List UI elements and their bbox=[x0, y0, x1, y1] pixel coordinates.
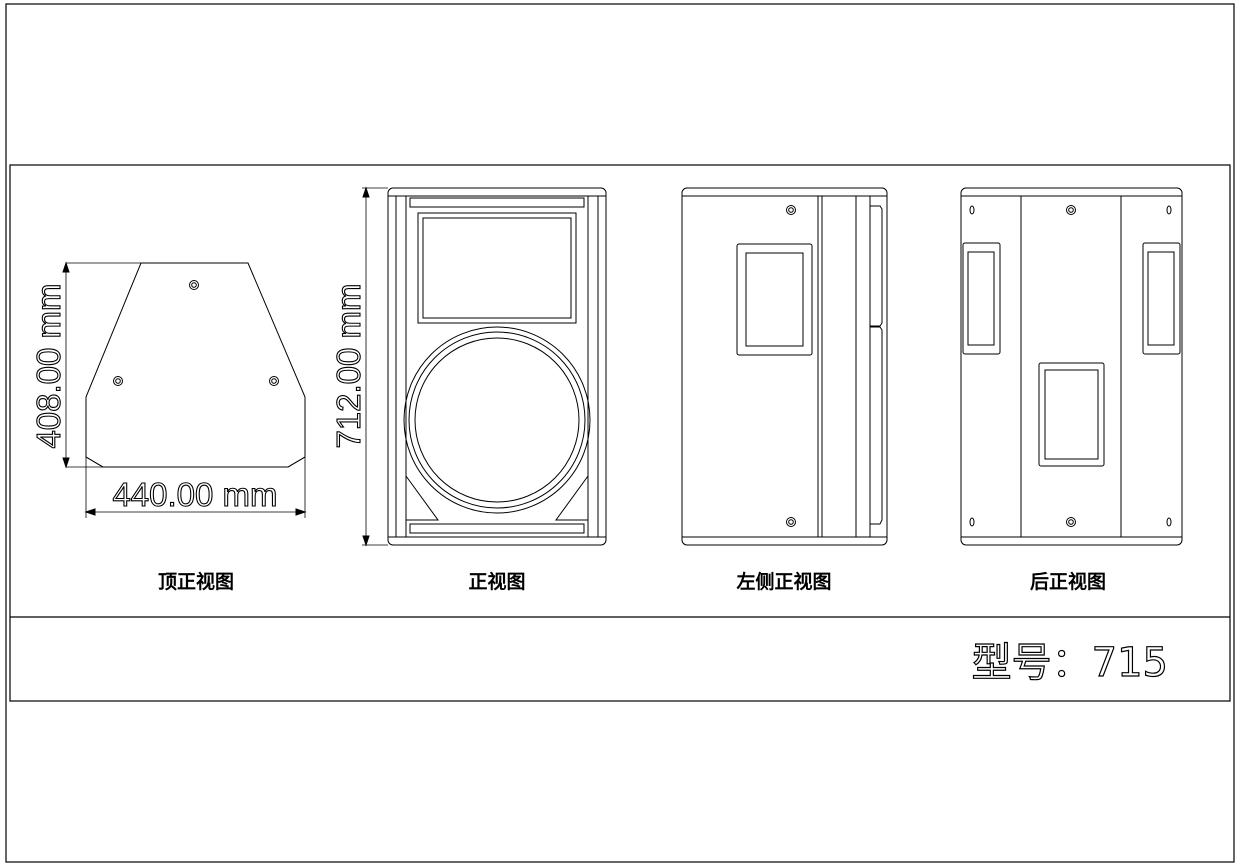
front-view bbox=[362, 186, 607, 547]
front-view-caption: 正视图 bbox=[468, 570, 525, 593]
sheet-frame bbox=[5, 3, 1235, 863]
top-view bbox=[62, 261, 307, 518]
model-number: 型号：715 bbox=[972, 640, 1168, 686]
rear-view bbox=[960, 187, 1183, 546]
left-side-view bbox=[681, 187, 888, 546]
left-side-view-caption: 左侧正视图 bbox=[736, 570, 831, 593]
rear-view-caption: 后正视图 bbox=[1030, 570, 1106, 593]
top-view-width-dimension: 440.00 mm bbox=[112, 476, 277, 513]
top-view-depth-dimension: 408.00 mm bbox=[30, 283, 67, 448]
front-view-height-dimension: 712.00 mm bbox=[330, 283, 367, 448]
top-view-caption: 顶正视图 bbox=[158, 570, 234, 593]
